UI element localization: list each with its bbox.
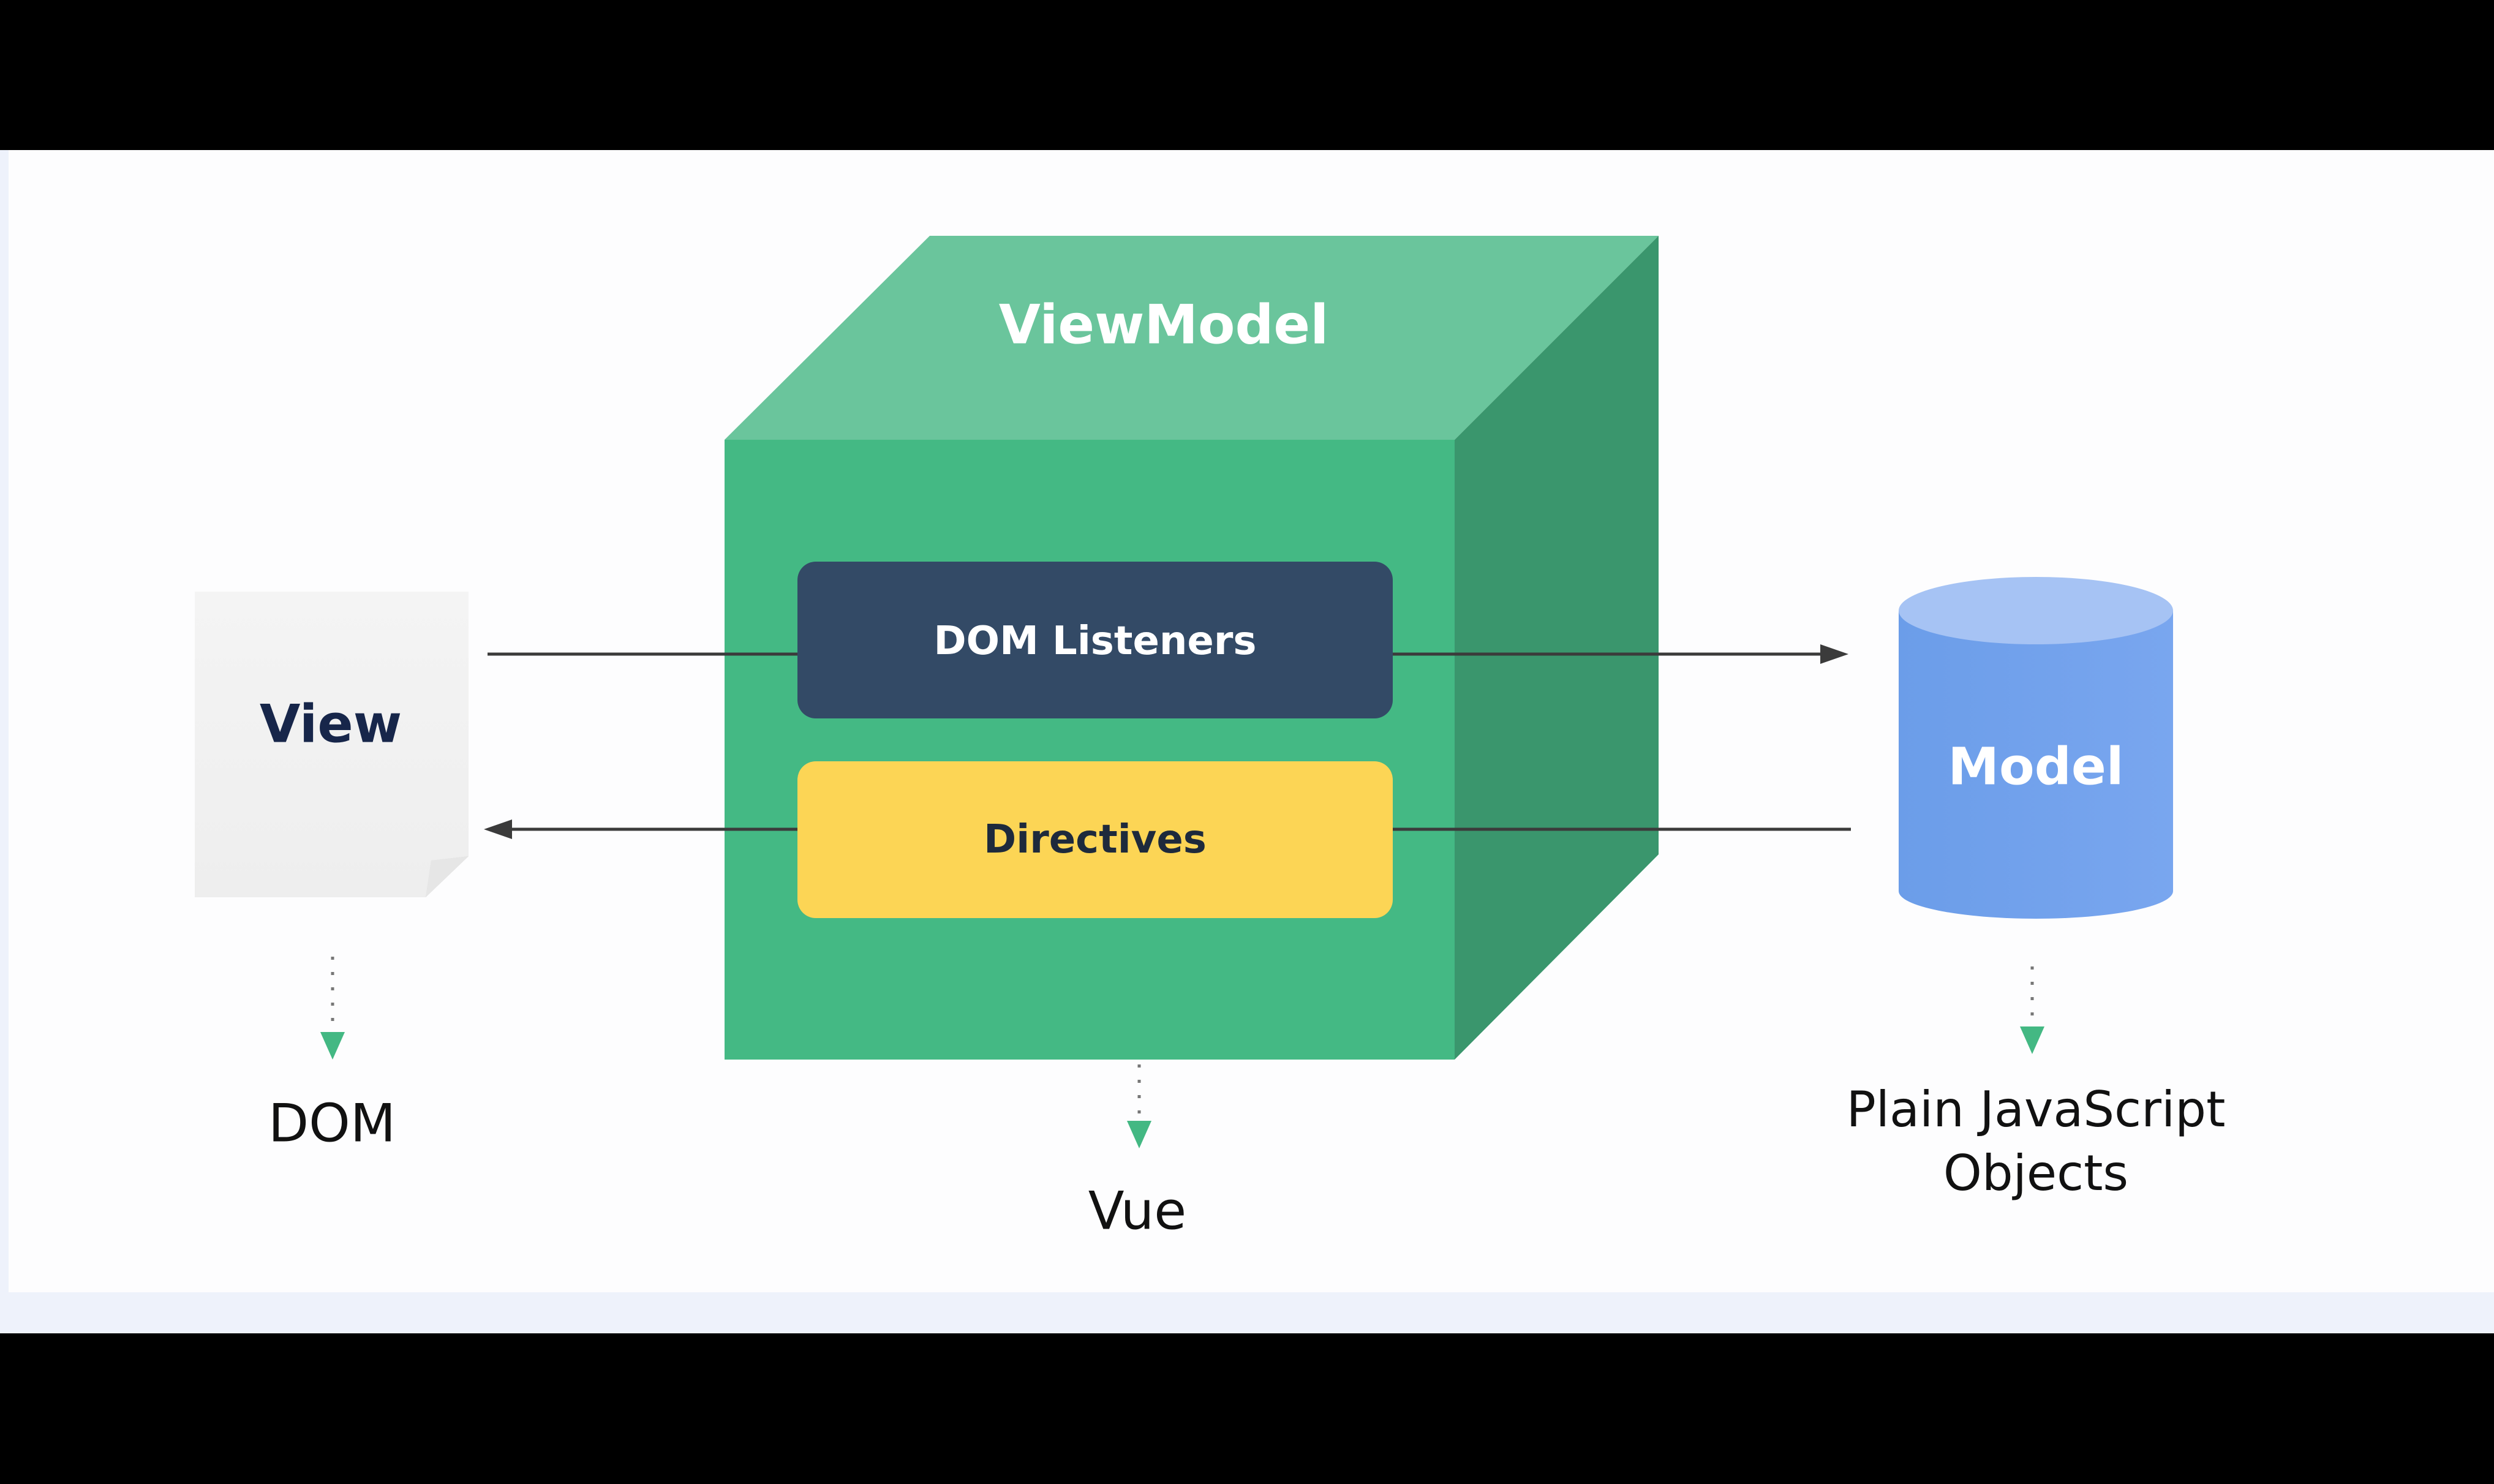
cylinder-top <box>1899 577 2173 644</box>
diagram-left-strip <box>0 150 9 1333</box>
viewmodel-label: ViewModel <box>998 293 1329 356</box>
dotted-arrowhead-dom <box>320 1032 345 1060</box>
dotted-arrow-dom <box>320 957 345 1060</box>
dotted-arrowhead-model <box>2020 1026 2044 1054</box>
view-document-fold-highlight <box>426 856 469 897</box>
dotted-arrowhead-vue <box>1127 1121 1151 1148</box>
view-document-page <box>195 592 469 897</box>
view-label: View <box>259 693 402 755</box>
arrows <box>484 644 1851 839</box>
model-caption-line1: Plain JavaScript <box>1846 1081 2226 1138</box>
directives-box <box>797 761 1393 918</box>
dom-listeners-label: DOM Listeners <box>933 619 1257 665</box>
view-document <box>195 592 469 897</box>
directives-label: Directives <box>984 817 1207 863</box>
bottom-letterbox <box>0 1333 2494 1484</box>
model-cylinder <box>1899 577 2173 919</box>
top-letterbox <box>0 0 2494 150</box>
arrowhead-to-model <box>1820 644 1848 664</box>
cube-top-face <box>725 236 1659 440</box>
model-label: Model <box>1948 736 2124 797</box>
viewmodel-cube <box>725 236 1659 1060</box>
model-caption-line2: Objects <box>1943 1145 2129 1202</box>
dotted-arrow-model <box>2020 966 2044 1054</box>
dom-listeners-box <box>797 562 1393 718</box>
cube-front-face <box>725 440 1455 1060</box>
arrowhead-to-view <box>484 819 512 839</box>
cube-side-face <box>1455 236 1659 1060</box>
cylinder-body <box>1899 611 2173 919</box>
diagram-bottom-strip <box>0 1292 2494 1333</box>
vue-caption: Vue <box>1088 1180 1187 1242</box>
dotted-arrow-vue <box>1127 1064 1151 1148</box>
dom-caption: DOM <box>268 1093 396 1154</box>
